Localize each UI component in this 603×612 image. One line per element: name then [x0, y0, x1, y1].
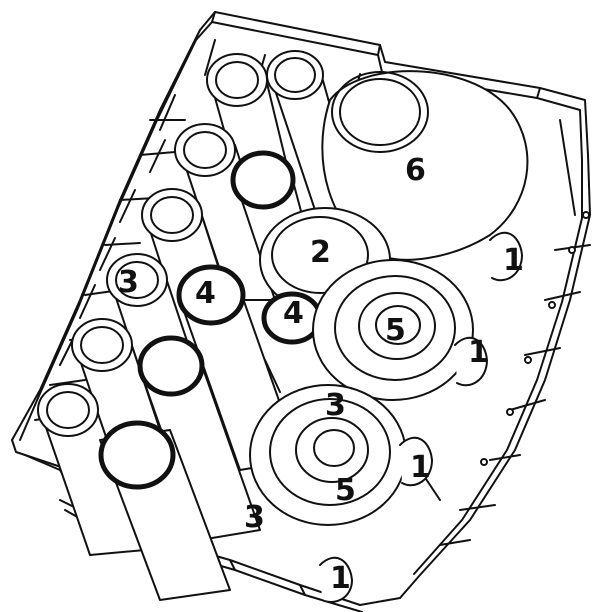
label-3a: 3 [118, 265, 139, 300]
label-3b: 3 [325, 388, 346, 423]
label-4a: 4 [195, 276, 216, 311]
label-1c: 1 [410, 450, 431, 485]
label-6: 6 [405, 153, 426, 188]
label-5b: 5 [335, 473, 356, 508]
label-4b: 4 [283, 296, 304, 331]
label-1d: 1 [330, 561, 351, 596]
label-2: 2 [310, 235, 331, 270]
label-5a: 5 [385, 313, 406, 348]
label-1b: 1 [468, 335, 489, 370]
label-1a: 1 [503, 243, 524, 278]
label-3c: 3 [244, 500, 265, 535]
